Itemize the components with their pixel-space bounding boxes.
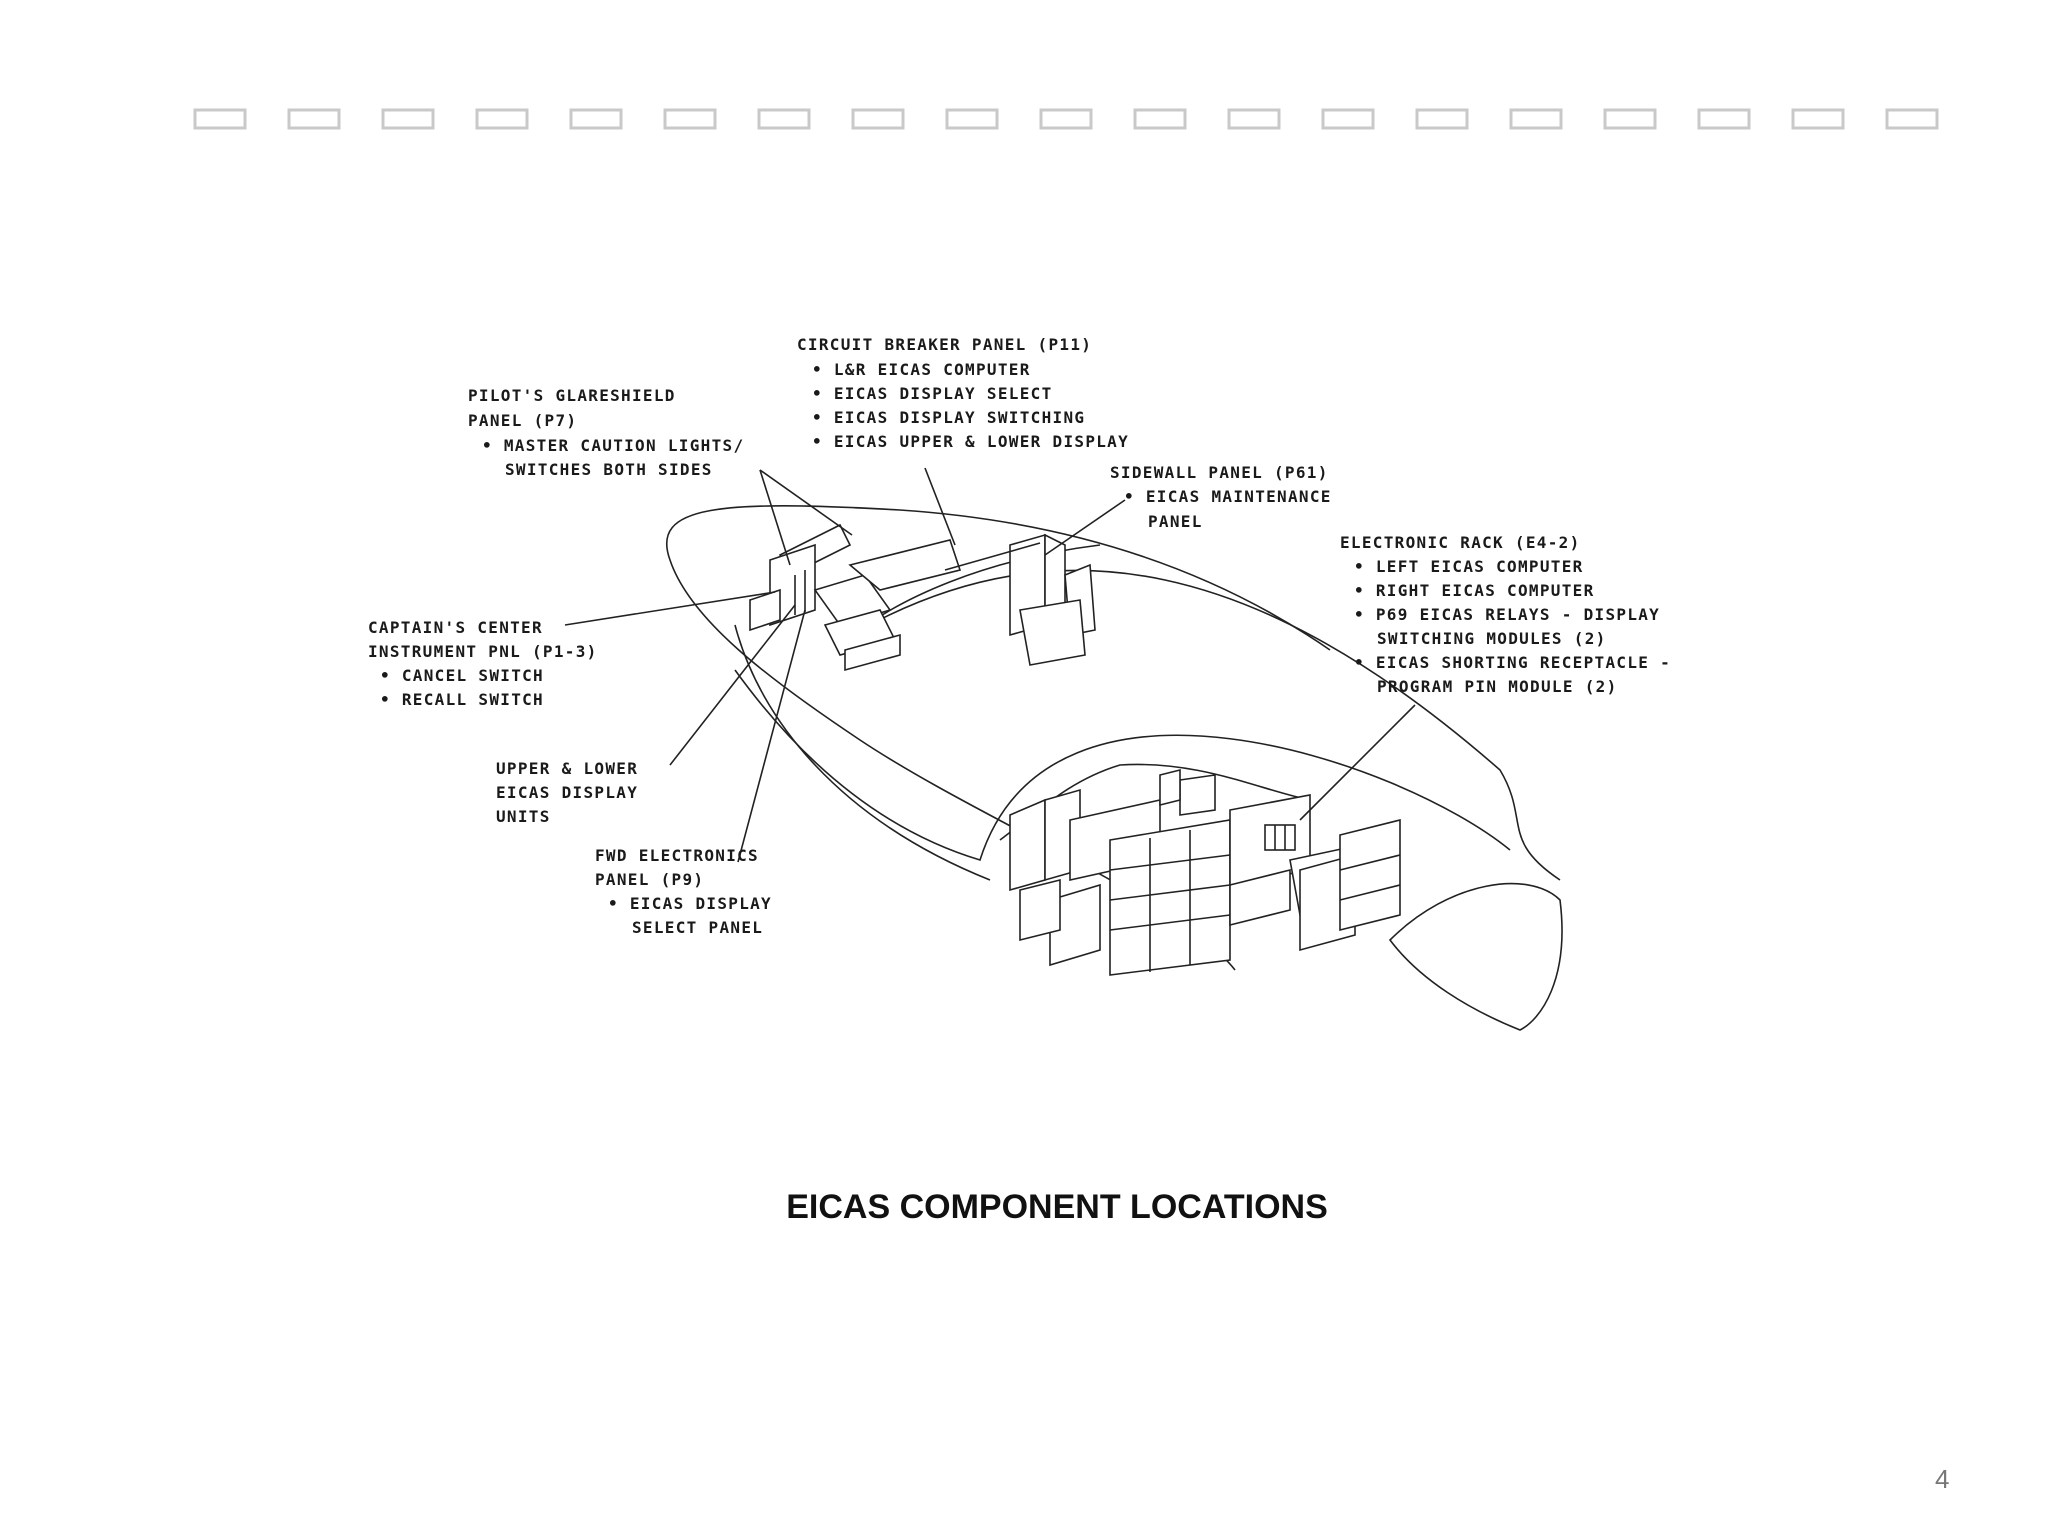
binder-hole [193, 108, 247, 130]
electronic-rack-line: PROGRAM PIN MODULE (2) [1377, 677, 1618, 696]
callout-fwd-electronics: FWD ELECTRONICS PANEL (P9) • EICAS DISPL… [595, 846, 772, 937]
binder-hole [1133, 108, 1187, 130]
circuit-breaker-item: • EICAS DISPLAY SELECT [812, 384, 1053, 403]
binder-hole [1509, 108, 1563, 130]
circuit-breaker-item: • L&R EICAS COMPUTER [812, 360, 1031, 379]
callout-glareshield: PILOT'S GLARESHIELD PANEL (P7) • MASTER … [468, 386, 744, 479]
display-units-line: UPPER & LOWER [496, 759, 638, 778]
sidewall-line: SIDEWALL PANEL (P61) [1110, 463, 1329, 482]
sidewall-panel [1009, 533, 1096, 666]
binder-hole [381, 108, 435, 130]
flight-deck-panels [749, 523, 962, 672]
leader-lines [564, 467, 1416, 863]
fwd-electronics-line: SELECT PANEL [632, 918, 763, 937]
binder-hole [1603, 108, 1657, 130]
captain-center-line: INSTRUMENT PNL (P1-3) [368, 642, 598, 661]
circuit-breaker-item: • EICAS DISPLAY SWITCHING [812, 408, 1085, 427]
binder-hole [1697, 108, 1751, 130]
binder-hole [1039, 108, 1093, 130]
fwd-electronics-line: FWD ELECTRONICS [595, 846, 759, 865]
page-number: 4 [1935, 1464, 1949, 1494]
electronic-rack-line: • EICAS SHORTING RECEPTACLE - [1354, 653, 1671, 672]
display-units-line: EICAS DISPLAY [496, 783, 638, 802]
binder-hole [569, 108, 623, 130]
glareshield-line: PILOT'S GLARESHIELD [468, 386, 676, 405]
binder-hole [287, 108, 341, 130]
binder-hole [851, 108, 905, 130]
callout-captain-center: CAPTAIN'S CENTER INSTRUMENT PNL (P1-3) •… [368, 618, 598, 709]
binder-hole [475, 108, 529, 130]
binder-hole [1885, 108, 1939, 130]
sidewall-line: • EICAS MAINTENANCE [1124, 487, 1332, 506]
sidewall-line: PANEL [1148, 512, 1203, 531]
binder-hole [1791, 108, 1845, 130]
circuit-breaker-item: • EICAS UPPER & LOWER DISPLAY [812, 432, 1129, 451]
captain-center-line: • CANCEL SWITCH [380, 666, 544, 685]
display-units-line: UNITS [496, 807, 551, 826]
binder-hole [757, 108, 811, 130]
binder-holes [193, 108, 1939, 130]
fwd-electronics-line: PANEL (P9) [595, 870, 704, 889]
diagram-title: EICAS COMPONENT LOCATIONS [786, 1188, 1328, 1226]
fwd-electronics-line: • EICAS DISPLAY [608, 894, 772, 913]
callout-electronic-rack: ELECTRONIC RACK (E4-2) • LEFT EICAS COMP… [1340, 533, 1671, 696]
captain-center-line: CAPTAIN'S CENTER [368, 618, 543, 637]
callout-circuit-breaker: CIRCUIT BREAKER PANEL (P11) • L&R EICAS … [797, 335, 1129, 451]
glareshield-line: PANEL (P7) [468, 411, 577, 430]
callout-display-units: UPPER & LOWER EICAS DISPLAY UNITS [496, 759, 638, 826]
glareshield-line: SWITCHES BOTH SIDES [505, 460, 713, 479]
electronic-rack-line: • P69 EICAS RELAYS - DISPLAY [1354, 605, 1660, 624]
electronic-rack-line: ELECTRONIC RACK (E4-2) [1340, 533, 1581, 552]
electronic-rack-line: • RIGHT EICAS COMPUTER [1354, 581, 1595, 600]
binder-hole [1321, 108, 1375, 130]
electronic-rack-line: • LEFT EICAS COMPUTER [1354, 557, 1584, 576]
binder-hole [663, 108, 717, 130]
electronic-rack-line: SWITCHING MODULES (2) [1377, 629, 1607, 648]
captain-center-line: • RECALL SWITCH [380, 690, 544, 709]
circuit-breaker-heading: CIRCUIT BREAKER PANEL (P11) [797, 335, 1092, 354]
glareshield-line: • MASTER CAUTION LIGHTS/ [482, 436, 744, 455]
binder-hole [1415, 108, 1469, 130]
binder-hole [1227, 108, 1281, 130]
electronic-rack [999, 763, 1401, 976]
callout-sidewall: SIDEWALL PANEL (P61) • EICAS MAINTENANCE… [1110, 463, 1332, 531]
binder-hole [945, 108, 999, 130]
